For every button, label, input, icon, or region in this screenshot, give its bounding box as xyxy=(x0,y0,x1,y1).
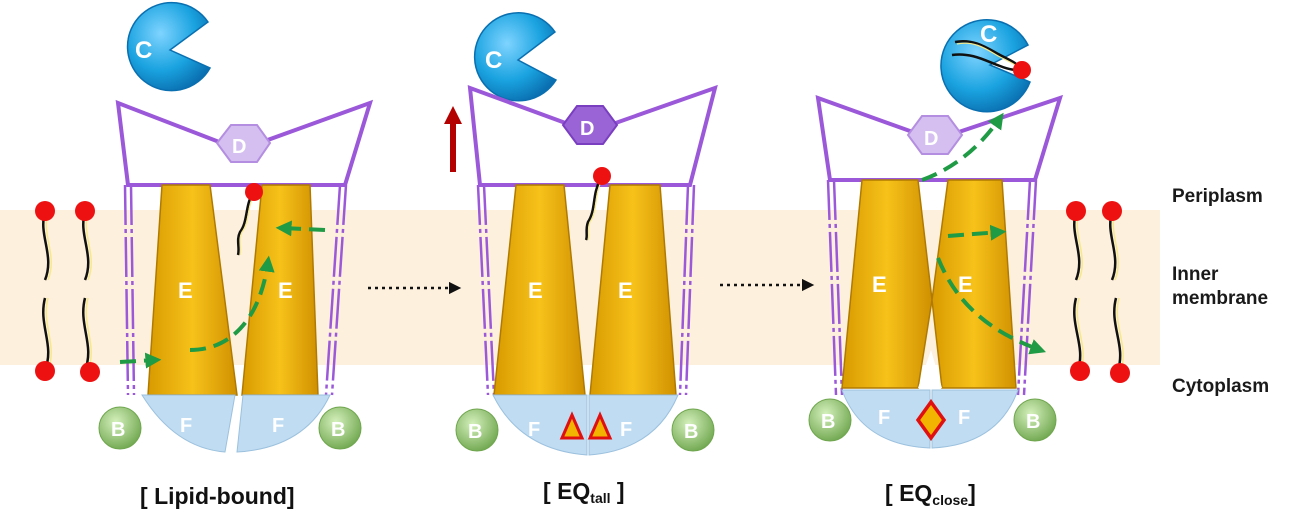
bound-lipid-tail xyxy=(236,192,255,256)
subunit-b xyxy=(455,408,499,452)
lipid-head xyxy=(1066,201,1086,221)
subunit-f-label: F xyxy=(272,415,284,437)
state-eq-close: C D E E F F B B xyxy=(808,19,1130,449)
subunit-c xyxy=(126,1,212,92)
state-label-prefix: [ xyxy=(140,483,155,509)
bound-lipid-head xyxy=(593,167,611,185)
subunit-b-label: B xyxy=(1026,411,1040,433)
state-label-suffix: ] xyxy=(286,483,295,509)
label-cytoplasm: Cytoplasm xyxy=(1172,376,1270,397)
subunit-d-label: D xyxy=(580,118,594,140)
subunit-f xyxy=(236,394,331,453)
subunit-c xyxy=(473,12,558,102)
lipid-head xyxy=(80,362,100,382)
subunit-f-label: F xyxy=(958,407,970,429)
subunit-c-label: C xyxy=(980,21,997,48)
lipid-head xyxy=(35,361,55,381)
label-periplasm: Periplasm xyxy=(1172,186,1263,207)
state-label-suffix: ] xyxy=(610,478,625,504)
subunit-b-label: B xyxy=(111,419,125,441)
lipid-flow-arrow xyxy=(921,112,1004,182)
lipid-flow-arrow xyxy=(275,220,326,237)
lipid-head xyxy=(1102,201,1122,221)
subunit-b-label: B xyxy=(468,421,482,443)
state-label-prefix: [ xyxy=(543,478,558,504)
subunit-e xyxy=(931,179,1017,389)
subunit-b xyxy=(318,406,362,450)
subunit-f-label: F xyxy=(528,419,540,441)
state-label-prefix: [ xyxy=(885,480,900,506)
bound-lipid-tail xyxy=(584,179,602,241)
subunit-b-label: B xyxy=(331,419,345,441)
state-label-eq-tall: [ EQtall ] xyxy=(543,478,625,506)
frame-side-left xyxy=(826,179,844,396)
subunit-f xyxy=(141,394,236,453)
subunit-f xyxy=(931,389,1019,449)
subunit-e-label: E xyxy=(958,272,973,297)
subunit-e-label: E xyxy=(872,272,887,297)
bound-lipid-head xyxy=(245,183,263,201)
frame-side-right xyxy=(1016,179,1038,396)
frame-side-right xyxy=(678,184,696,396)
subunit-d-label: D xyxy=(924,128,938,150)
subunit-b xyxy=(671,408,715,452)
state-label-lipid-bound: [ Lipid-bound] xyxy=(140,483,295,510)
subunit-e-label: E xyxy=(178,278,193,303)
lipid-flow-arrow xyxy=(119,352,162,369)
lipid-flow-arrow xyxy=(936,257,1047,355)
subunit-b xyxy=(1013,398,1057,442)
frame-side-right xyxy=(324,184,348,396)
state-label-main: EQ xyxy=(557,478,591,504)
lipid-head xyxy=(75,201,95,221)
subunit-e xyxy=(841,179,933,389)
subunit-f xyxy=(841,389,931,449)
state-lipid-bound: C D E E F F B B xyxy=(35,1,374,453)
subunit-e-label: E xyxy=(278,278,293,303)
subunit-d xyxy=(215,124,272,163)
subunit-c-label: C xyxy=(485,47,502,74)
subunit-d xyxy=(906,115,964,155)
subunit-b xyxy=(98,406,142,450)
state-label-subscript: tall xyxy=(590,490,611,506)
label-inner-membrane-line2: membrane xyxy=(1172,288,1269,309)
state-eq-tall: C D E E F F B B xyxy=(444,12,718,456)
state-label-main: Lipid-bound xyxy=(154,483,287,509)
state-label-subscript: close xyxy=(932,492,969,508)
open-gate-marker xyxy=(559,411,585,440)
subunit-b-label: B xyxy=(684,421,698,443)
subunit-e-label: E xyxy=(528,278,543,303)
subunit-c-label: C xyxy=(135,37,152,64)
subunit-f-label: F xyxy=(878,407,890,429)
frame-side-left xyxy=(476,184,496,396)
label-inner-membrane: Inner membrane xyxy=(1172,263,1268,311)
subunit-f-label: F xyxy=(620,419,632,441)
closed-gate-marker xyxy=(915,399,947,441)
subunit-f-label: F xyxy=(180,415,192,437)
lipid-flow-arrow xyxy=(947,224,1007,241)
lipid-flow-arrow xyxy=(189,255,275,352)
closing-gap xyxy=(918,350,942,388)
state-label-suffix: ] xyxy=(968,480,976,506)
state-label-main: EQ xyxy=(899,480,933,506)
subunit-b-label: B xyxy=(821,411,835,433)
subunit-e xyxy=(147,184,238,396)
subunit-f xyxy=(492,394,588,456)
lipid-head xyxy=(35,201,55,221)
label-inner-membrane-line1: Inner xyxy=(1172,264,1219,285)
open-gate-marker xyxy=(587,411,613,440)
lipid-pair-left xyxy=(35,201,100,382)
lipid-head xyxy=(1110,363,1130,383)
state-label-eq-close: [ EQclose] xyxy=(885,480,976,508)
captured-lipid-head xyxy=(1013,61,1031,79)
subunit-b xyxy=(808,398,852,442)
subunit-f xyxy=(588,394,679,456)
subunit-d-label: D xyxy=(232,136,246,158)
subunit-e-label: E xyxy=(618,278,633,303)
subunit-d xyxy=(561,105,619,145)
lipid-pair-right xyxy=(1066,201,1130,383)
lipid-head xyxy=(1070,361,1090,381)
